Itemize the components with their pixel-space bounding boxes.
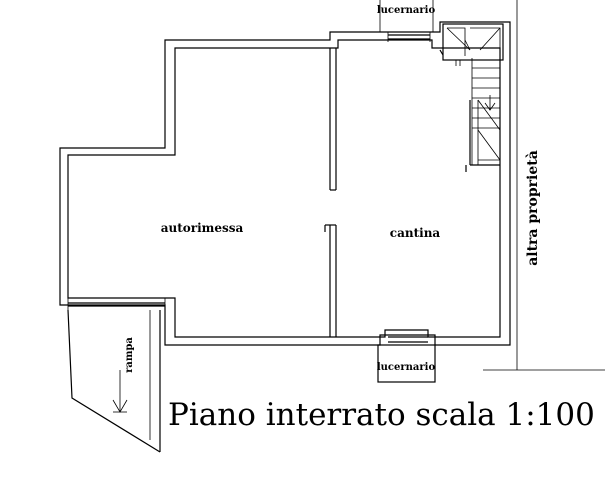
ramp: rampa: [67, 309, 161, 453]
skylight-top-label: lucernario: [377, 5, 436, 16]
skylight-bottom-label: lucernario: [377, 362, 436, 373]
interior-wall: [324, 48, 337, 337]
ramp-label: rampa: [124, 337, 135, 373]
garage-door: [67, 298, 166, 310]
staircase: [439, 23, 504, 172]
outer-walls: [59, 21, 511, 346]
plan-title: Piano interrato scala 1:100: [168, 397, 595, 433]
neighbor-label: altra proprietà: [525, 150, 541, 266]
cellar-label: cantina: [390, 226, 441, 240]
garage-label: autorimessa: [161, 221, 244, 235]
skylight-bottom: lucernario: [377, 336, 436, 383]
skylight-top: lucernario: [377, 0, 436, 42]
